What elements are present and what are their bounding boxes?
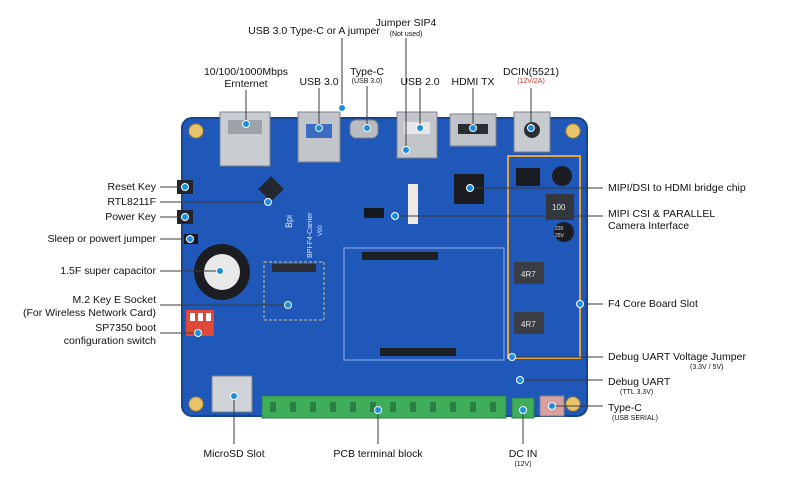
label-rtl8211f: RTL8211F xyxy=(107,196,156,208)
callout-dot xyxy=(242,120,250,128)
callout-dot xyxy=(230,392,238,400)
callout-dot xyxy=(374,406,382,414)
label-sp7350-line1: SP7350 boot xyxy=(95,322,156,334)
callout-dot xyxy=(519,406,527,414)
label-usb30: USB 3.0 xyxy=(299,76,339,88)
m2-socket xyxy=(263,261,325,321)
capacitor-label: 25V xyxy=(555,233,565,239)
label-debug-uart: Debug UART xyxy=(608,376,671,388)
label-m2-line2: (For Wireless Network Card) xyxy=(22,307,156,319)
mount-hole xyxy=(565,123,581,139)
label-dc-in-note: (12V) xyxy=(514,461,532,468)
callout-dot xyxy=(181,213,189,221)
label-typec-serial: Type-C xyxy=(608,402,642,414)
callout-dot xyxy=(516,376,524,384)
label-jumper-sip4: Jumper SIP4 xyxy=(375,17,437,29)
label-usb20: USB 2.0 xyxy=(400,76,440,88)
label-mipi-hdmi: MIPI/DSI to HDMI bridge chip xyxy=(608,182,746,194)
callout-dot xyxy=(402,146,410,154)
label-pcb-terminal: PCB terminal block xyxy=(333,448,423,460)
board-name-silkscreen: BPI-F4-Carrier xyxy=(307,212,314,258)
label-f4-slot: F4 Core Board Slot xyxy=(608,298,698,310)
label-dc-in: DC IN xyxy=(508,448,538,460)
label-mipi-csi-line1: MIPI CSI & PARALLEL xyxy=(608,208,716,220)
label-debug-uart-jumper-note: (3.3V / 5V) xyxy=(690,364,724,371)
inductor-label: 100 xyxy=(552,203,566,212)
callout-dot xyxy=(391,212,399,220)
label-typec-note: (USB 3.0) xyxy=(351,78,383,85)
inductor-label: 4R7 xyxy=(521,320,536,329)
callout-dot xyxy=(548,402,556,410)
label-microsd: MicroSD Slot xyxy=(203,448,265,460)
label-debug-uart-jumper: Debug UART Voltage Jumper xyxy=(608,351,746,363)
label-usb3-typec-jumper: USB 3.0 Type-C or A jumper xyxy=(248,25,380,37)
label-typec: Type-C xyxy=(350,66,384,78)
mount-hole xyxy=(188,123,204,139)
label-power-key: Power Key xyxy=(105,211,156,223)
callout-dot xyxy=(363,124,371,132)
mount-hole xyxy=(188,396,204,412)
callout-dot xyxy=(264,198,272,206)
board-logo: Bpi xyxy=(284,215,294,228)
callout-dot xyxy=(194,329,202,337)
core-slot xyxy=(343,247,505,361)
jumper-pins xyxy=(364,208,384,218)
callout-dot xyxy=(216,267,224,275)
mount-hole xyxy=(565,396,581,412)
callout-dot xyxy=(186,235,194,243)
capacitor-label: 220 xyxy=(555,226,564,232)
label-m2-line1: M.2 Key E Socket xyxy=(72,294,156,306)
label-reset-key: Reset Key xyxy=(107,181,156,193)
callout-dot xyxy=(315,124,323,132)
callout-dot xyxy=(527,124,535,132)
callout-dot xyxy=(416,124,424,132)
label-mipi-csi-line2: Camera Interface xyxy=(608,220,690,232)
board-version-silkscreen: V00 xyxy=(318,225,324,236)
label-dcin5521-note: (12V/2A) xyxy=(517,78,545,85)
label-super-cap: 1.5F super capacitor xyxy=(60,265,156,277)
label-hdmi-tx: HDMI TX xyxy=(451,76,495,88)
callout-dot xyxy=(576,300,584,308)
label-ethernet-line2: Ernternet xyxy=(224,78,268,90)
mipi-connector xyxy=(408,184,418,224)
callout-dot xyxy=(508,353,516,361)
rtl8211f-chip xyxy=(258,176,284,202)
label-dcin5521: DCIN(5521) xyxy=(502,66,560,78)
callout-dot xyxy=(284,301,292,309)
terminal-block xyxy=(261,395,507,419)
callout-dot xyxy=(469,124,477,132)
label-sp7350-line2: configuration switch xyxy=(63,335,156,347)
label-typec-serial-note: (USB SERIAL) xyxy=(612,415,658,422)
power-section-box xyxy=(507,155,581,359)
label-debug-uart-note: (TTL 3.3V) xyxy=(620,389,654,396)
inductor-label: 4R7 xyxy=(521,270,536,279)
callout-dot xyxy=(338,104,346,112)
callout-dot xyxy=(466,184,474,192)
label-ethernet-line1: 10/100/1000Mbps xyxy=(203,66,289,78)
callout-dot xyxy=(181,183,189,191)
label-jumper-sip4-note: (Not used) xyxy=(389,31,423,38)
label-sleep-jumper: Sleep or powert jumper xyxy=(47,233,156,245)
